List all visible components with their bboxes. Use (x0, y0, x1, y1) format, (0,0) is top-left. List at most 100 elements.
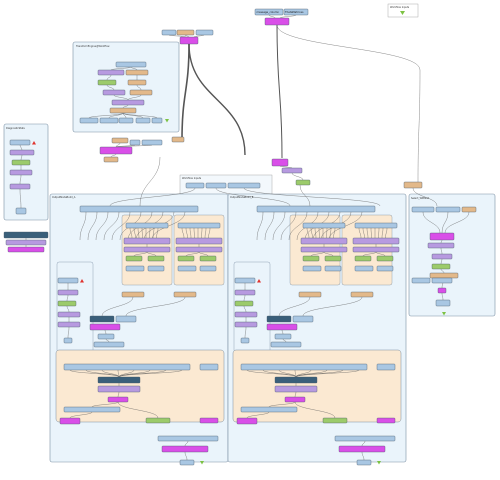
inner-header (177, 222, 221, 229)
select-magenta (429, 232, 455, 241)
graph-edge (67, 326, 70, 339)
graph-edge (362, 251, 377, 257)
graph-edge (66, 294, 69, 302)
graph-edge (299, 184, 311, 207)
graph-edge (440, 268, 445, 274)
sub-node-6 (240, 337, 250, 344)
stat-node (9, 183, 31, 190)
transform-step-node (118, 117, 134, 124)
graph-edge (291, 172, 304, 181)
graph-edge (280, 211, 297, 241)
transform-step-node (102, 89, 126, 96)
graph-edge (370, 227, 372, 239)
graph-edge (127, 94, 142, 101)
stat-output-node (15, 207, 27, 215)
graph-edge (440, 247, 443, 255)
transform-step-node (135, 117, 151, 124)
mid-blue-node (129, 139, 141, 146)
transform-step-node (151, 117, 163, 124)
right-far-tan-node (403, 181, 423, 189)
bottom-purple (97, 385, 141, 393)
transform-step-node (125, 69, 149, 76)
mid-blue-node-2 (141, 139, 163, 146)
blue-node-3 (270, 341, 302, 348)
graph-edge (385, 227, 388, 239)
graph-edge (310, 251, 325, 257)
sub-node-5 (234, 321, 258, 328)
graph-edge (133, 227, 136, 239)
right-green-node (295, 179, 311, 186)
graph-edge (141, 227, 143, 239)
select-final (435, 299, 451, 307)
stat-magenta-node (7, 246, 45, 253)
stat-dark-node (3, 231, 49, 239)
center-panel-title: Workflow Inputs (182, 177, 202, 180)
message-column-node (254, 8, 284, 16)
graph-edge (381, 227, 384, 239)
graph-edge (106, 84, 115, 91)
workflow-inputs-label: Workflow Inputs (390, 6, 410, 9)
lower-right-title: OutputNodeBuild_B (230, 196, 254, 199)
graph-edge (262, 369, 297, 378)
bottom-side-2 (376, 417, 396, 424)
bottom-out (59, 417, 81, 425)
lower-left-title: OutputNodeBuild_A (52, 196, 76, 199)
graph-edge (193, 34, 205, 38)
sub-node-2 (234, 289, 256, 296)
bottom-out (236, 417, 258, 425)
inner-blue (125, 265, 145, 272)
select-purple-2 (431, 253, 453, 260)
blue-node-2 (274, 333, 292, 340)
center-input-b (205, 182, 227, 189)
inner-blue-2 (199, 265, 217, 272)
graph-edge (294, 391, 297, 398)
transform-step-node (109, 107, 137, 114)
graph-edge (146, 251, 157, 257)
graph-edge (264, 211, 275, 241)
bottom-input-row (63, 363, 191, 371)
graph-edge (378, 227, 380, 239)
lower-tan (298, 291, 322, 298)
graph-edge (361, 451, 365, 461)
mid-tan-node-2 (171, 136, 185, 143)
inner-green (125, 255, 143, 262)
graph-edge (185, 227, 188, 239)
graph-edge (188, 43, 246, 156)
graph-edge (279, 14, 297, 19)
graph-edge (244, 326, 247, 339)
graph-edge (422, 211, 441, 234)
blue-node-3 (93, 341, 125, 348)
transform-panel-title: TransformEngine@Workflow (76, 45, 109, 48)
inner-subpanel-b (233, 261, 271, 353)
stat-node (9, 149, 35, 156)
graph-edge (104, 329, 107, 335)
graph-edge (113, 94, 129, 101)
theta-matrices-label: ThetaMatrices (285, 10, 304, 14)
stat-node (11, 159, 31, 166)
inner-purple-2 (123, 246, 171, 253)
graph-edge (85, 369, 120, 378)
select-node-a (411, 206, 435, 213)
graph-edge (69, 369, 120, 378)
graph-edge (20, 154, 23, 161)
footer-row (334, 435, 396, 442)
select-out-b (431, 277, 453, 284)
lower-tan-2 (173, 291, 197, 298)
inner-blue-2 (376, 265, 394, 272)
graph-edge (440, 258, 443, 265)
graph-edge (133, 251, 148, 257)
graph-edge (88, 112, 124, 119)
bottom-row-2 (63, 406, 121, 413)
graph-edge (69, 411, 93, 419)
graph-edge (149, 227, 151, 239)
graph-edge (110, 153, 117, 158)
red-triangle-icon (80, 279, 84, 283)
graph-edge (118, 369, 183, 378)
inner-blue-2 (147, 265, 165, 272)
graph-edge (95, 211, 109, 241)
inner-subpanel-a (56, 261, 94, 353)
graph-edge (108, 112, 124, 119)
transform-step-node (97, 79, 117, 86)
inner-green-2 (147, 255, 165, 262)
